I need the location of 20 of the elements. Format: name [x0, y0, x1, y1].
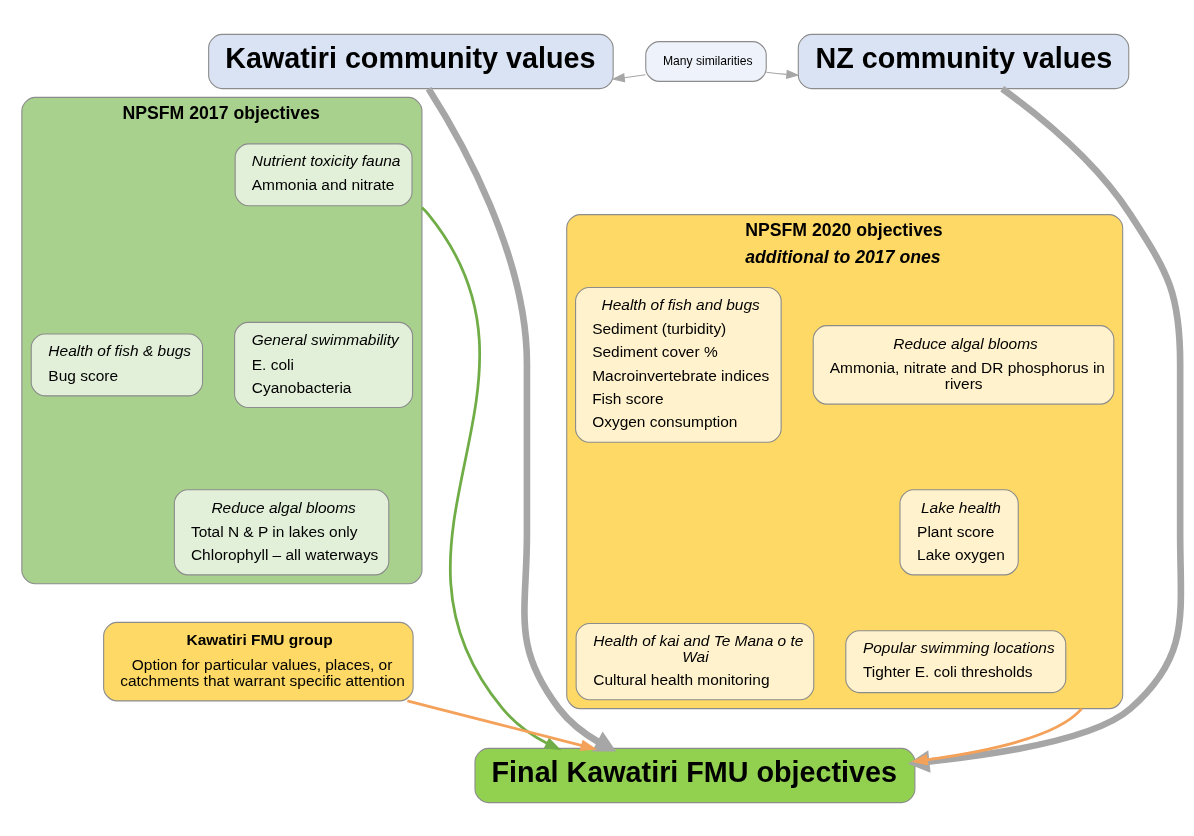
arrow: [765, 69, 800, 79]
arrow: [911, 707, 1083, 765]
arrow: [420, 206, 562, 750]
node-box: Reduce algal blooms Ammonia, nitrate and DR phosphorus in rivers: [812, 324, 1115, 405]
node-box: Health of fish & bugs Bug score: [30, 332, 204, 396]
node-box: Many similarities: [645, 40, 767, 82]
arrow: [611, 72, 646, 82]
node-box: General swimmability E. coli Cyanobacteria: [234, 321, 414, 408]
node-box: Final Kawatiri FMU objectives: [474, 747, 916, 803]
node-box: Popular swimming locations Tighter E. coli thresholds: [845, 629, 1067, 693]
node-box: Kawatiri community values: [208, 33, 614, 89]
arrow: [908, 85, 1185, 773]
node-box: Health of kai and Te Mana o te Wai Cultural health monitoring: [575, 622, 815, 700]
node-box: Kawatiri FMU group Option for particular values, places, or catchments that warrant specific attention: [103, 621, 414, 701]
node-box: Health of fish and bugs Sediment (turbidity) Sediment cover % Macroinvertebrate indices Fish score Oxygen consumption: [575, 286, 782, 443]
node-box: Nutrient toxicity fauna Ammonia and nitrate: [234, 142, 413, 206]
arrow: [407, 699, 598, 751]
node-box: Lake health Plant score Lake oxygen: [899, 488, 1019, 575]
node-box: NZ community values: [797, 33, 1130, 89]
node-box: Reduce algal blooms Total N & P in lakes only Chlorophyll – all waterways: [173, 488, 390, 575]
